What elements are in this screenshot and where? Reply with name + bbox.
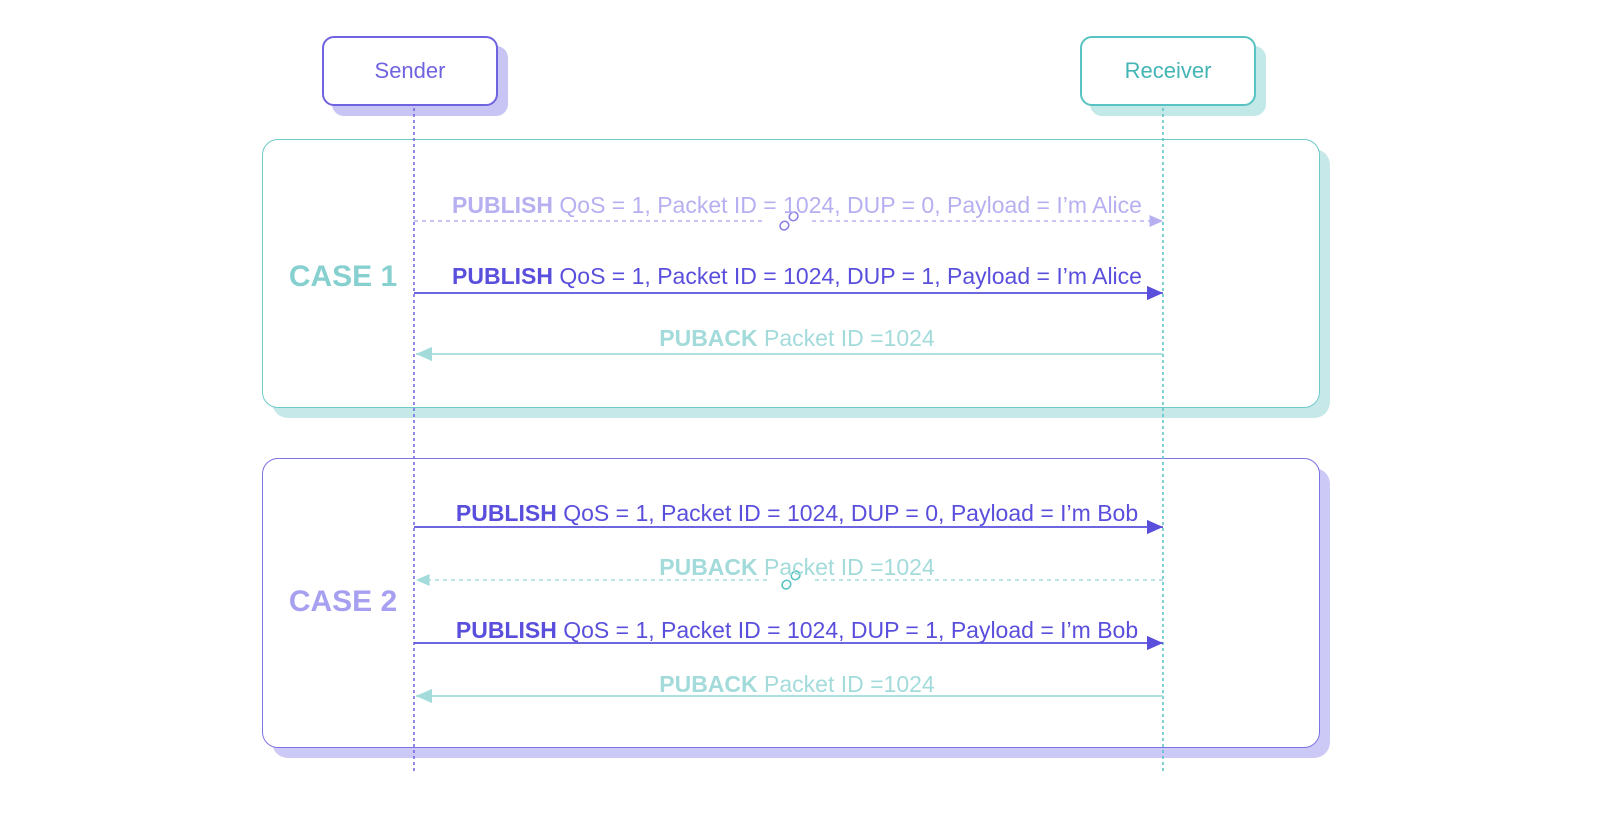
message-type: PUBLISH: [452, 192, 553, 218]
message-type: PUBLISH: [455, 500, 557, 526]
case1-publish-retry-label: PUBLISH QoS = 1, Packet ID = 1024, DUP =…: [418, 263, 1176, 290]
message-details: Packet ID =1024: [764, 671, 935, 697]
case1-publish-lost-label: PUBLISH QoS = 1, Packet ID = 1024, DUP =…: [418, 192, 1176, 219]
case2-publish-label: PUBLISH QoS = 1, Packet ID = 1024, DUP =…: [418, 500, 1176, 527]
case-2-label: CASE 2: [288, 585, 398, 618]
message-details: Packet ID =1024: [764, 554, 935, 580]
case-1-box: [262, 139, 1320, 408]
receiver-actor: Receiver: [1080, 36, 1256, 106]
case2-publish-retry-label: PUBLISH QoS = 1, Packet ID = 1024, DUP =…: [418, 617, 1176, 644]
message-details: QoS = 1, Packet ID = 1024, DUP = 1, Payl…: [559, 263, 1142, 289]
message-details: QoS = 1, Packet ID = 1024, DUP = 1, Payl…: [563, 617, 1139, 643]
case1-puback-label: PUBACK Packet ID =1024: [418, 325, 1176, 352]
case-1-label: CASE 1: [288, 260, 398, 293]
message-details: QoS = 1, Packet ID = 1024, DUP = 0, Payl…: [559, 192, 1142, 218]
sender-actor: Sender: [322, 36, 498, 106]
message-type: PUBACK: [659, 554, 758, 580]
broken-link-icon: [781, 570, 801, 590]
broken-link-icon: [779, 211, 799, 231]
message-type: PUBLISH: [455, 617, 557, 643]
message-type: PUBLISH: [452, 263, 553, 289]
case-2-box: [262, 458, 1320, 748]
message-type: PUBACK: [659, 325, 758, 351]
message-details: Packet ID =1024: [764, 325, 935, 351]
message-type: PUBACK: [659, 671, 758, 697]
case2-puback-lost-label: PUBACK Packet ID =1024: [418, 554, 1176, 581]
message-details: QoS = 1, Packet ID = 1024, DUP = 0, Payl…: [563, 500, 1139, 526]
case2-puback-label: PUBACK Packet ID =1024: [418, 671, 1176, 698]
